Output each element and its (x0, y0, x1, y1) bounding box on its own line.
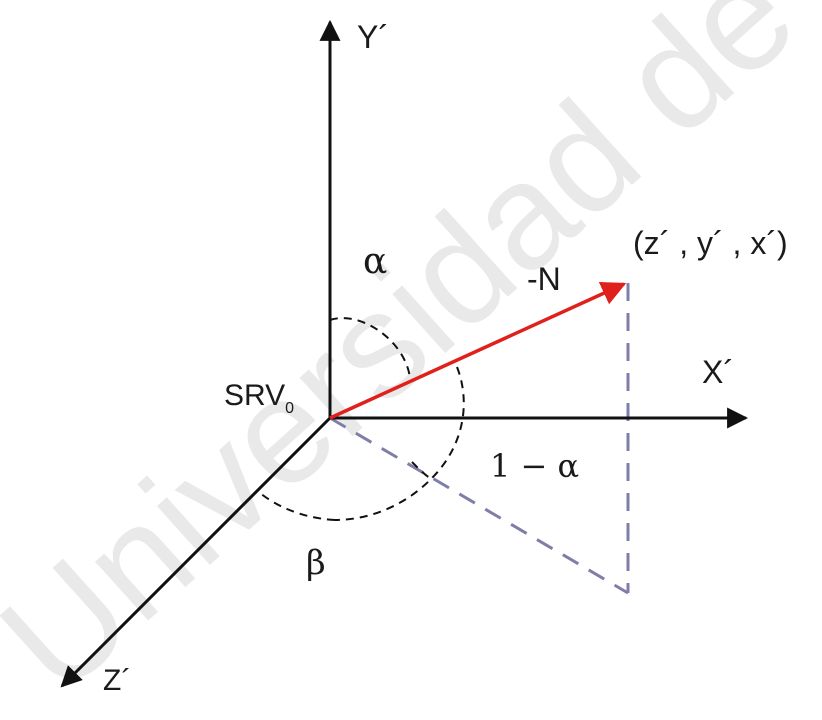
origin-label: SRV0 (224, 379, 294, 417)
normal-vector (329, 281, 627, 420)
z-axis-label: Z´ (103, 664, 131, 697)
z-axis (60, 416, 332, 688)
axes (60, 19, 749, 688)
floor-angle-arc (411, 461, 431, 479)
x-axis-label: X´ (702, 354, 734, 390)
beta-label: β (306, 543, 326, 583)
angle-arcs (259, 317, 465, 521)
beta-arc (259, 492, 336, 521)
alpha-label: α (363, 241, 387, 282)
point-label: (z´ , y´ , x´) (633, 225, 788, 261)
one-minus-alpha-arc (334, 366, 465, 521)
y-axis-label: Y´ (357, 19, 389, 55)
vector-label: -N (527, 261, 561, 297)
origin-label-subscript: 0 (285, 400, 294, 417)
projection-floor (329, 416, 629, 595)
origin-label-main: SRV (224, 379, 285, 412)
projection-lines (329, 283, 630, 595)
one-minus-alpha-label: 1 − α (490, 447, 579, 485)
